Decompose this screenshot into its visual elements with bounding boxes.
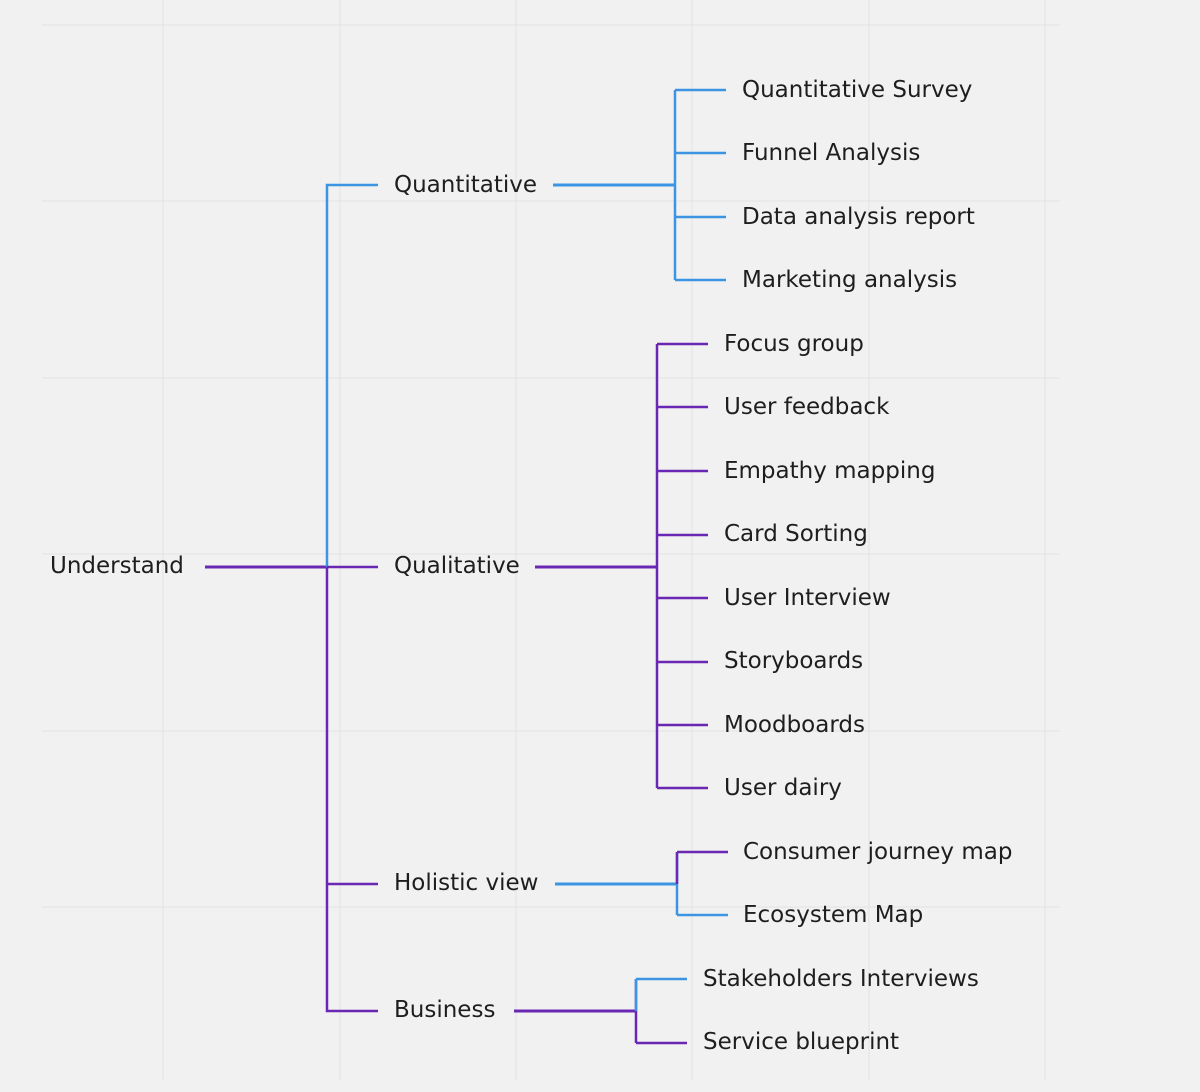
leaf-node[interactable]: Service blueprint xyxy=(703,1029,900,1055)
trunk-connector xyxy=(325,567,378,1013)
leaf-node[interactable]: User feedback xyxy=(724,394,890,420)
leaf-node[interactable]: Storyboards xyxy=(724,648,864,674)
leaf-node[interactable]: Focus group xyxy=(724,331,864,357)
leaf-node[interactable]: Empathy mapping xyxy=(724,458,936,484)
root-node[interactable]: Understand xyxy=(50,553,184,579)
branch-business[interactable]: Business xyxy=(394,997,496,1023)
leaf-node[interactable]: Quantitative Survey xyxy=(742,77,973,103)
leaf-node[interactable]: Funnel Analysis xyxy=(742,140,921,166)
leaf-node[interactable]: Moodboards xyxy=(724,712,865,738)
branch-holistic-view[interactable]: Holistic view xyxy=(394,870,539,896)
branch-quantitative[interactable]: Quantitative xyxy=(394,172,538,198)
leaf-node[interactable]: Ecosystem Map xyxy=(743,902,924,928)
trunk-connector xyxy=(325,183,378,567)
leaf-node[interactable]: Marketing analysis xyxy=(742,267,958,293)
leaf-node[interactable]: User Interview xyxy=(724,585,891,611)
leaf-node[interactable]: Card Sorting xyxy=(724,521,868,547)
leaf-node[interactable]: Stakeholders Interviews xyxy=(703,966,979,992)
leaf-node[interactable]: User dairy xyxy=(724,775,842,801)
branch-qualitative[interactable]: Qualitative xyxy=(394,553,520,579)
leaf-node[interactable]: Consumer journey map xyxy=(743,839,1013,865)
leaf-node[interactable]: Data analysis report xyxy=(742,204,975,230)
